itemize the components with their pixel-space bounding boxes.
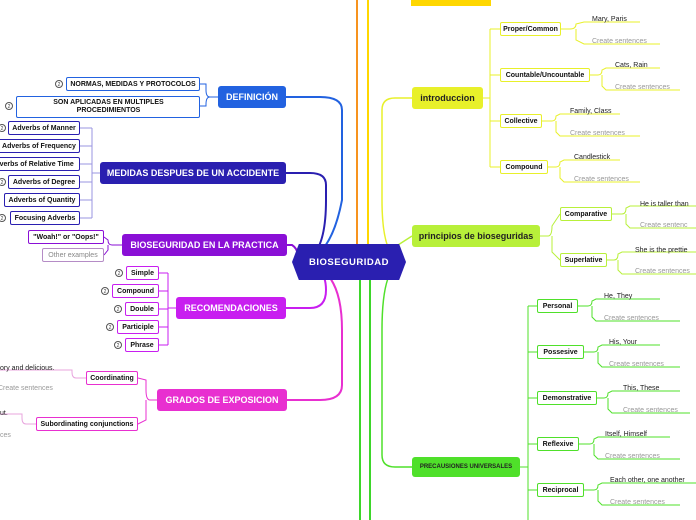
subtopic-reflexive[interactable]: Reflexive — [537, 437, 579, 451]
badge-icon[interactable]: 2 — [0, 178, 6, 186]
subtopic-adverbs-quantity[interactable]: Adverbs of Quantity — [4, 193, 80, 207]
subtopic-focusing-adverbs[interactable]: Focusing Adverbs — [10, 211, 80, 225]
topic-recomendaciones[interactable]: RECOMENDACIONES — [176, 297, 286, 319]
topic-precauciones[interactable]: PRECAUSIONES UNIVERSALES — [412, 457, 520, 477]
subtopic-adverbs-degree[interactable]: Adverbs of Degree — [8, 175, 80, 189]
subtopic-compound-noun[interactable]: Compound — [500, 160, 548, 174]
badge-icon[interactable]: 2 — [0, 214, 6, 222]
leaf-create-sentences[interactable]: Create sentences — [623, 406, 678, 414]
leaf-create-sentences[interactable]: Create sentences — [615, 83, 670, 91]
subtopic-countable[interactable]: Countable/Uncountable — [500, 68, 590, 82]
leaf-create-sentences[interactable]: Create sentences — [570, 129, 625, 137]
topic-grados[interactable]: GRADOS DE EXPOSICION — [157, 389, 287, 411]
subtopic-possesive[interactable]: Possesive — [537, 345, 584, 359]
badge-icon[interactable]: 2 — [114, 305, 122, 313]
leaf-create-sentences[interactable]: Create sentences — [604, 314, 659, 322]
subtopic-demonstrative[interactable]: Demonstrative — [537, 391, 597, 405]
leaf-create-sentences[interactable]: Create sentences — [609, 360, 664, 368]
leaf-example: He is taller than — [640, 200, 689, 208]
topic-medidas[interactable]: MEDIDAS DESPUES DE UN ACCIDENTE — [100, 162, 286, 184]
badge-icon[interactable]: 2 — [115, 269, 123, 277]
subtopic-other-examples[interactable]: Other examples — [42, 248, 104, 262]
leaf-example: Candlestick — [574, 153, 611, 161]
leaf-example: Mary, Paris — [592, 15, 627, 23]
subtopic-collective[interactable]: Collective — [500, 114, 542, 128]
leaf-example: This, These — [623, 384, 660, 392]
leaf-create-sentences[interactable]: Create sentences — [574, 175, 629, 183]
topic-principios[interactable]: principios de bioseguridas — [412, 225, 540, 247]
leaf-create-sentences[interactable]: Create sentences — [605, 452, 660, 460]
subtopic-personal[interactable]: Personal — [537, 299, 578, 313]
subtopic-aplicadas[interactable]: SON APLICADAS EN MULTIPLES PROCEDIMIENTO… — [16, 96, 200, 118]
leaf-create-sentences[interactable]: Create sentences — [610, 498, 665, 506]
leaf-sub-ghost[interactable]: ces — [0, 431, 11, 439]
badge-icon[interactable]: 2 — [5, 102, 13, 110]
subtopic-comparative[interactable]: Comparative — [560, 207, 612, 221]
subtopic-adverbs-relative-time[interactable]: Adverbs of Relative Time — [0, 157, 80, 171]
subtopic-adverbs-manner[interactable]: Adverbs of Manner — [8, 121, 80, 135]
subtopic-adverbs-frequency[interactable]: Adverbs of Frequency — [0, 139, 80, 153]
subtopic-reciprocal[interactable]: Reciprocal — [537, 483, 584, 497]
leaf-coord-text: ory and delicious. — [0, 364, 55, 372]
topic-definicion[interactable]: DEFINICIÓN — [218, 86, 286, 108]
subtopic-woah-oops[interactable]: "Woah!" or "Oops!" — [28, 230, 104, 244]
leaf-coord-ghost[interactable]: Create sentences — [0, 384, 53, 392]
subtopic-superlative[interactable]: Superlative — [560, 253, 607, 267]
leaf-create-sentences[interactable]: Create sentences — [635, 267, 690, 275]
subtopic-compound[interactable]: Compound — [112, 284, 159, 298]
subtopic-participle[interactable]: Participle — [117, 320, 159, 334]
subtopic-phrase[interactable]: Phrase — [125, 338, 159, 352]
badge-icon[interactable]: 2 — [101, 287, 109, 295]
subtopic-subordinating[interactable]: Subordinating conjunctions — [36, 417, 138, 431]
leaf-example: Each other, one another — [610, 476, 685, 484]
leaf-example: He, They — [604, 292, 633, 300]
leaf-sub-text: ut. — [0, 409, 8, 417]
subtopic-double[interactable]: Double — [125, 302, 159, 316]
leaf-example: She is the prettie — [635, 246, 688, 254]
topic-introduccion[interactable]: introduccion — [412, 87, 483, 109]
leaf-example: Cats, Rain — [615, 61, 648, 69]
subtopic-proper-common[interactable]: Proper/Common — [500, 22, 561, 36]
badge-icon[interactable]: 2 — [106, 323, 114, 331]
leaf-example: Family, Class — [570, 107, 612, 115]
topic-practica[interactable]: BIOSEGURIDAD EN LA PRACTICA — [122, 234, 287, 256]
subtopic-normas[interactable]: NORMAS, MEDIDAS Y PROTOCOLOS — [66, 77, 200, 91]
badge-icon[interactable]: 2 — [55, 80, 63, 88]
leaf-create-sentences[interactable]: Create sentences — [592, 37, 647, 45]
subtopic-coordinating[interactable]: Coordinating — [86, 371, 138, 385]
badge-icon[interactable]: 2 — [114, 341, 122, 349]
subtopic-simple[interactable]: Simple — [126, 266, 159, 280]
leaf-example: Itself, Himself — [605, 430, 648, 438]
leaf-create-sentences[interactable]: Create sentenc — [640, 221, 688, 229]
badge-icon[interactable]: 2 — [0, 124, 6, 132]
central-topic[interactable]: BIOSEGURIDAD — [292, 244, 406, 280]
leaf-example: His, Your — [609, 338, 638, 346]
